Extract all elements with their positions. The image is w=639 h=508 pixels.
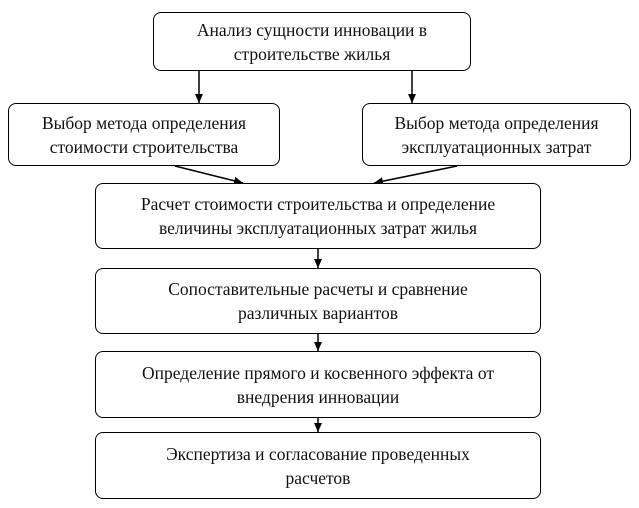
node-comparison-line-1: Сопоставительные расчеты и сравнение [168,279,468,299]
node-method-operating: Выбор метода определения эксплуатационны… [362,103,631,166]
node-comparison-line-2: различных вариантов [237,303,399,323]
node-expertise: Экспертиза и согласование проведенных ра… [95,432,541,499]
arrow-method-operating-to-calculation [373,165,458,186]
node-method-operating-line-1: Выбор метода определения [394,112,599,133]
node-analysis-line-1: Анализ сущности инновации в [196,19,428,40]
node-analysis: Анализ сущности инновации в строительств… [153,12,471,71]
node-method-cost: Выбор метода определения стоимости строи… [8,103,280,166]
node-calculation-line-1: Расчет стоимости строительства и определ… [140,194,496,214]
node-effect-line-1: Определение прямого и косвенного эффекта… [142,362,494,383]
node-calculation: Расчет стоимости строительства и определ… [95,183,541,249]
node-method-cost-line-2: стоимости строительства [49,136,239,157]
node-analysis-line-2: строительстве жилья [233,43,391,64]
arrow-method-cost-to-calculation [174,165,244,185]
node-expertise-line-1: Экспертиза и согласование проведенных [166,443,470,464]
node-effect-line-2: внедрения инновации [236,386,400,407]
node-method-cost-line-1: Выбор метода определения [41,112,247,133]
node-effect: Определение прямого и косвенного эффекта… [95,351,541,418]
node-calculation-line-2: величины эксплуатационных затрат жилья [158,218,478,238]
node-method-operating-line-2: эксплуатационных затрат [401,136,592,157]
node-comparison: Сопоставительные расчеты и сравнение раз… [95,268,541,334]
node-expertise-line-2: расчетов [285,467,351,488]
